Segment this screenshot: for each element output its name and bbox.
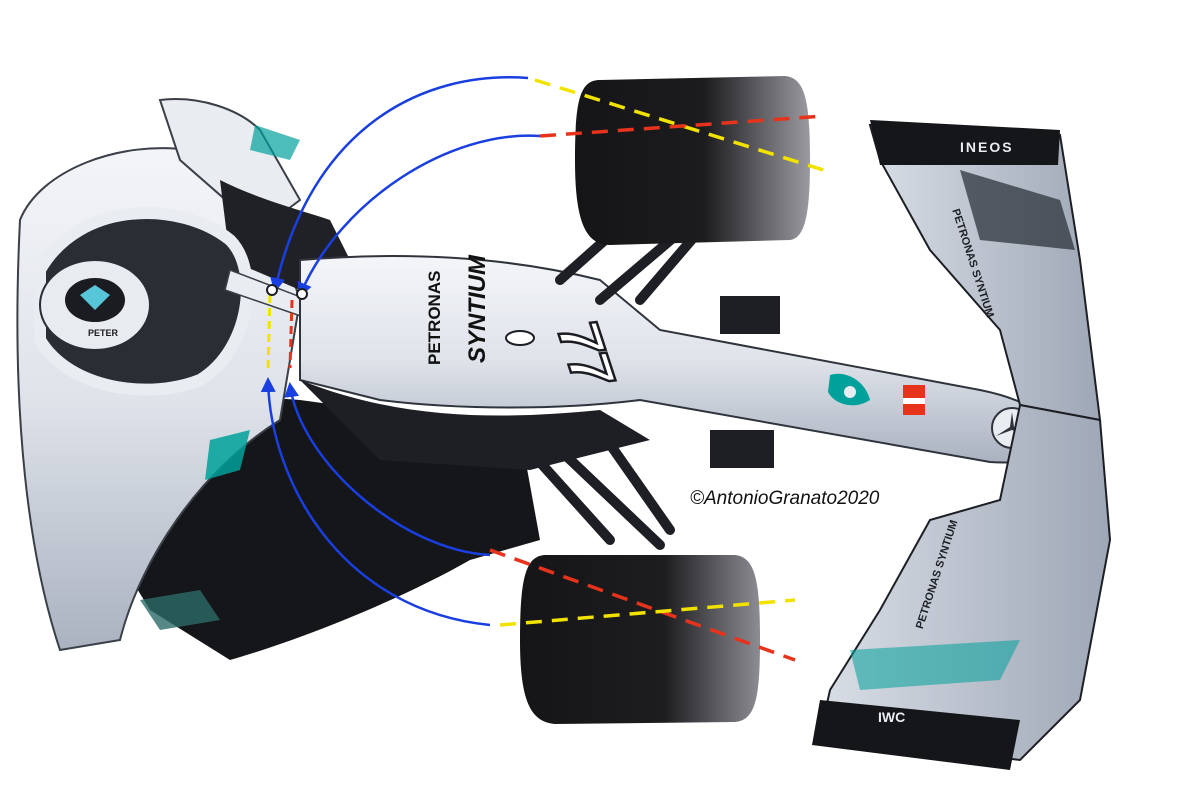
blue-arrows: [260, 76, 541, 627]
sponsor-iwc: IWC: [878, 709, 905, 725]
sponsor-petronas: PETRONAS: [425, 271, 444, 365]
red-guide-cockpit: [288, 299, 294, 369]
front-tyre-bottom: [520, 555, 760, 724]
helmet-text: PETER: [88, 328, 119, 338]
blue-arrow-4: [260, 377, 491, 627]
blue-arrow-3: [284, 382, 491, 557]
reference-point-right: [296, 288, 308, 300]
front-tyre-top: [575, 76, 810, 245]
sponsor-ineos: INEOS: [960, 139, 1014, 155]
sponsor-syntium: SYNTIUM: [464, 254, 491, 363]
red-guide-bottom: [489, 548, 796, 662]
blue-arrow-2: [297, 134, 541, 298]
reference-point-left: [266, 284, 278, 296]
driver-helmet: PETER: [39, 259, 151, 351]
front-wing: INEOS IWC PETRONAS SYNTIUM PETRONAS SYNT…: [812, 120, 1112, 770]
camera-pod-lower: [710, 430, 774, 468]
blue-arrow-1: [270, 76, 529, 293]
petronas-logo-icon: [828, 373, 870, 406]
guide-lines: [266, 78, 831, 662]
camera-pod-upper: [720, 296, 780, 334]
nose-cone: 77 PETRONAS SYNTIUM: [299, 254, 1057, 470]
red-guide-top: [539, 114, 826, 138]
watermark: ©AntonioGranato2020: [690, 488, 880, 509]
yellow-guide-bottom: [499, 598, 796, 627]
